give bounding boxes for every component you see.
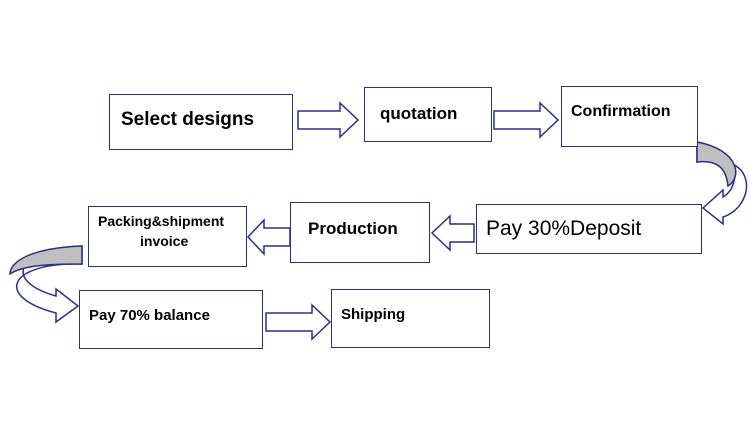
arrow-right-balance-to-shipping bbox=[265, 303, 332, 341]
step-confirmation: Confirmation bbox=[561, 86, 698, 147]
arrow-right-select-to-quotation bbox=[297, 101, 360, 139]
arrow-right-quotation-to-confirmation bbox=[493, 101, 560, 139]
step-pay-balance: Pay 70% balance bbox=[79, 290, 263, 349]
step-packing-shipment-invoice: Packing&shipment invoice bbox=[88, 206, 247, 267]
arrow-left-production-to-packing bbox=[246, 218, 291, 256]
step-production-label: Production bbox=[308, 219, 398, 238]
step-shipping: Shipping bbox=[331, 289, 490, 348]
step-quotation: quotation bbox=[364, 87, 492, 142]
step-confirmation-label: Confirmation bbox=[571, 103, 671, 120]
step-pay-deposit-label: Pay 30%Deposit bbox=[486, 217, 642, 240]
step-quotation-label: quotation bbox=[380, 104, 458, 123]
step-packing-label-line1: Packing&shipment bbox=[98, 213, 225, 229]
step-select-designs: Select designs bbox=[109, 94, 293, 150]
arrow-left-deposit-to-production bbox=[430, 214, 475, 252]
step-pay-deposit: Pay 30%Deposit bbox=[476, 204, 702, 254]
step-packing-label-line2: invoice bbox=[140, 233, 189, 249]
curved-arrow-shade bbox=[696, 141, 737, 188]
curved-arrow-packing-shade bbox=[9, 245, 83, 276]
step-production: Production bbox=[290, 202, 430, 263]
step-select-designs-label: Select designs bbox=[121, 109, 255, 130]
step-shipping-label: Shipping bbox=[341, 306, 406, 323]
step-pay-balance-label: Pay 70% balance bbox=[89, 307, 210, 324]
